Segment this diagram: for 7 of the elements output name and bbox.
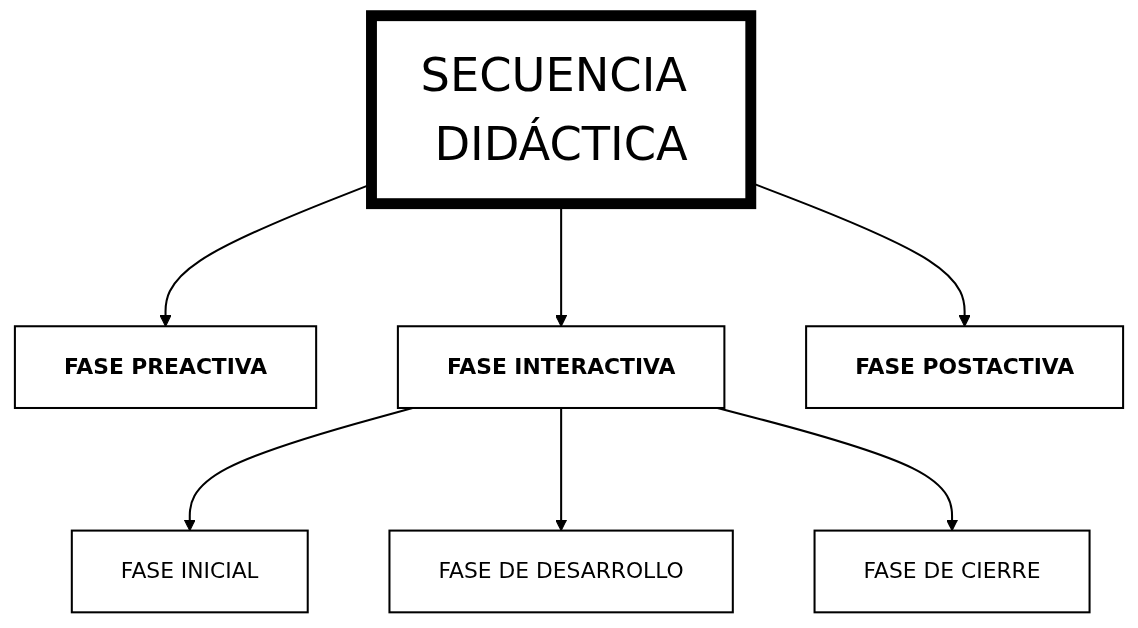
node-box: FASE DE CIERRE: [813, 529, 1091, 614]
node-box: FASE INTERACTIVA: [396, 325, 726, 409]
node-box: FASE PREACTIVA: [13, 325, 318, 409]
node-box: FASE DE DESARROLLO: [388, 529, 734, 614]
node-box: FASE INICIAL: [70, 529, 309, 614]
node-box: SECUENCIA DIDÁCTICA: [366, 10, 757, 210]
node-box: FASE POSTACTIVA: [805, 325, 1125, 409]
